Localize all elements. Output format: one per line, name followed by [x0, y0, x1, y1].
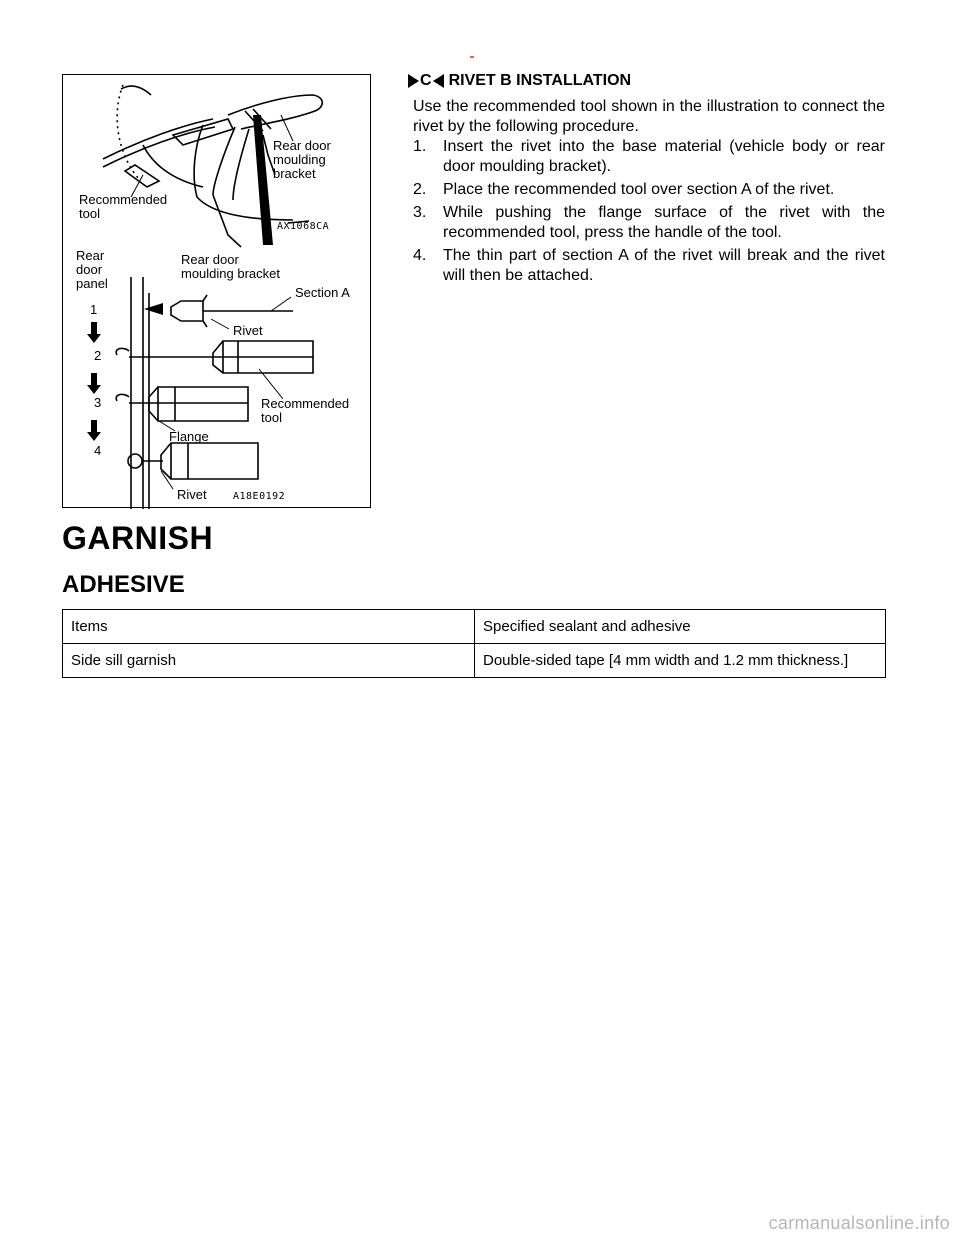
procedure-step: 2. Place the recommended tool over secti… — [413, 181, 835, 198]
label-recommended-tool-top: Recommended tool — [79, 192, 168, 221]
step-number-4: 4 — [94, 443, 102, 458]
table-header-row: Items Specified sealant and adhesive — [62, 609, 886, 644]
rivet-diagram — [87, 84, 324, 509]
adhesive-table: Items Specified sealant and adhesive Sid… — [62, 609, 886, 678]
step-number-1: 1 — [90, 302, 98, 317]
procedure-step: 4. The thin part of section A of the riv… — [413, 247, 885, 284]
triangle-left-icon — [432, 74, 444, 88]
adhesive-subheading: ADHESIVE — [62, 571, 185, 598]
procedure-steps: 1. Insert the rivet into the base materi… — [413, 137, 885, 289]
label-rear-door-moulding-bracket-bottom: Rear door moulding bracket — [181, 252, 280, 281]
label-flange: Flange — [169, 429, 209, 444]
step-number-3: 3 — [94, 395, 102, 410]
table-cell-spec: Double-sided tape [4 mm width and 1.2 mm… — [474, 643, 886, 678]
procedure-step: 3. While pushing the flange surface of t… — [413, 204, 885, 241]
section-intro: Use the recommended tool shown in the il… — [413, 98, 885, 135]
label-rear-door-moulding-bracket-top: Rear door moulding bracket — [273, 138, 331, 181]
section-title: RIVET B INSTALLATION — [448, 72, 632, 89]
label-rivet-top: Rivet — [233, 323, 263, 338]
table-cell-item: Side sill garnish — [62, 643, 475, 678]
table-header-items: Items — [62, 609, 475, 644]
section-marker: C — [420, 72, 432, 89]
label-rivet-bottom: Rivet — [177, 487, 207, 502]
table-row: Side sill garnish Double-sided tape [4 m… — [62, 643, 886, 678]
label-recommended-tool-bottom: Recommended tool — [261, 396, 350, 425]
figure-code-bottom: A18E0192 — [233, 491, 286, 502]
watermark: carmanualsonline.info — [768, 1213, 950, 1233]
label-section-a: Section A — [295, 285, 350, 300]
table-header-sealant: Specified sealant and adhesive — [474, 609, 886, 644]
section-heading: C RIVET B INSTALLATION — [408, 72, 631, 90]
procedure-step: 1. Insert the rivet into the base materi… — [413, 138, 885, 175]
step-number-2: 2 — [94, 348, 102, 363]
triangle-right-icon — [408, 74, 419, 88]
figure-code-top: AX1068CA — [277, 221, 330, 232]
rivet-installation-figure: Rear door moulding bracket Recommended t… — [62, 74, 371, 509]
garnish-heading: GARNISH — [62, 520, 214, 556]
red-marker — [470, 56, 474, 58]
label-rear-door-panel: Rear door panel — [76, 248, 108, 291]
